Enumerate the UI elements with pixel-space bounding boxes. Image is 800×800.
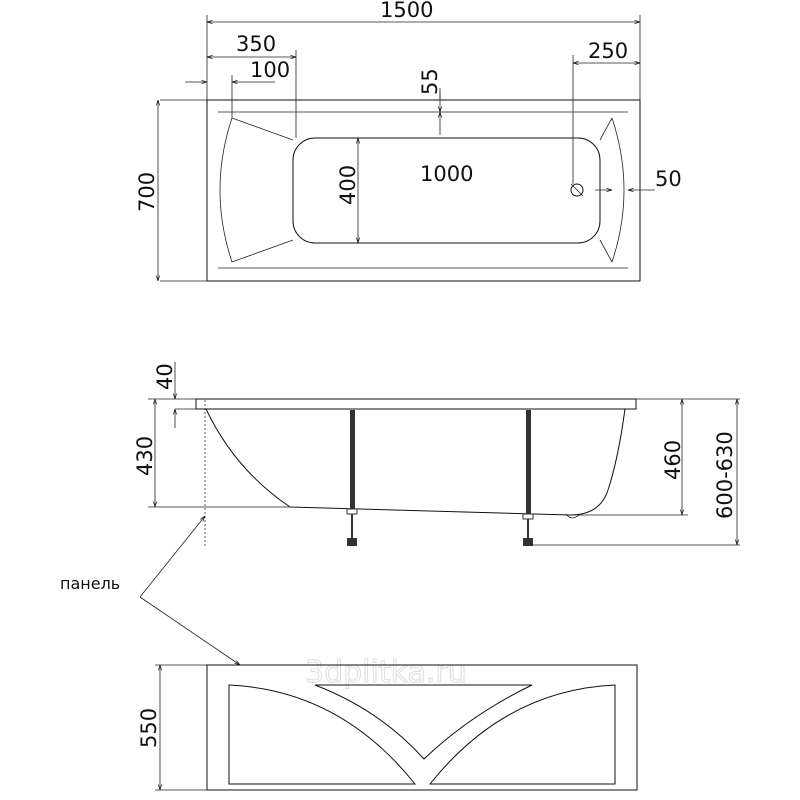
- dim-left-offset: 350: [236, 32, 276, 56]
- dim-overall-length: 1500: [380, 0, 433, 22]
- panel-label: панель: [60, 574, 120, 593]
- right-rim-curve: [611, 117, 625, 263]
- panel-left-cutout: [228, 684, 417, 785]
- side-view: 40 430 460 600-630: [133, 362, 740, 548]
- top-view: 1500 350 100 55 250 400 1000 50 700: [135, 0, 682, 282]
- dim-back-height: 460: [661, 440, 685, 480]
- left-rim-curve: [219, 117, 233, 263]
- basin-outline: [292, 137, 601, 244]
- tub-body: [205, 408, 626, 516]
- panel-center-cutout: [314, 684, 533, 760]
- dim-rim-depth: 55: [418, 68, 442, 95]
- dim-drain-offset: 50: [655, 167, 682, 191]
- dim-basin-width: 400: [336, 165, 360, 205]
- dim-rim-thickness: 40: [153, 363, 177, 390]
- dim-rim-offset: 100: [250, 58, 290, 82]
- dim-right-offset: 250: [588, 39, 628, 63]
- panel-right-cutout: [428, 684, 616, 785]
- dim-total-height: 600-630: [713, 431, 737, 519]
- dim-panel-height: 550: [137, 708, 161, 748]
- dim-overall-width: 700: [135, 172, 159, 212]
- support-leg: [522, 410, 534, 546]
- tub-outline: [206, 99, 641, 282]
- dim-front-height: 430: [133, 436, 157, 476]
- support-leg: [346, 410, 358, 546]
- panel-view: панель 3dplitka.ru 550: [60, 516, 638, 791]
- dim-basin-length: 1000: [420, 162, 473, 186]
- drain-icon: [570, 183, 584, 197]
- panel-outline: [206, 664, 638, 791]
- tub-rim: [195, 398, 637, 410]
